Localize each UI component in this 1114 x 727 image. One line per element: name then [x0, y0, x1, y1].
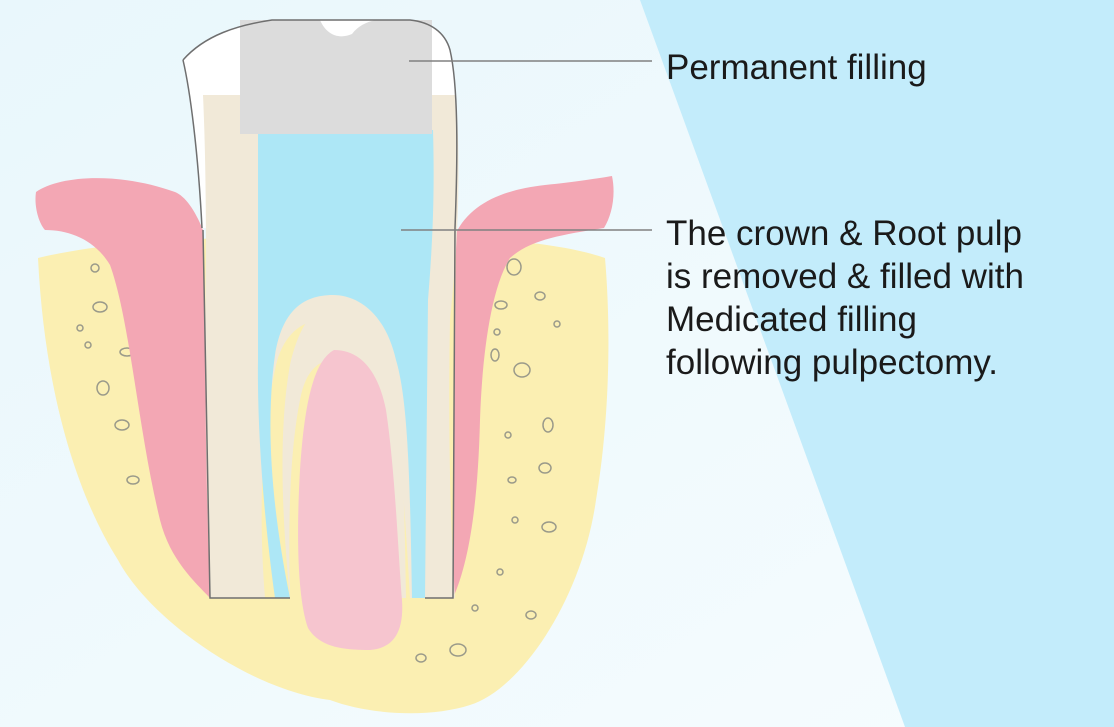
label-pulp-line-4: following pulpectomy. [666, 341, 1024, 384]
label-permanent-filling: Permanent filling [666, 46, 927, 89]
label-pulp-treatment: The crown & Root pulp is removed & fille… [666, 212, 1024, 384]
label-pulp-line-2: is removed & filled with [666, 255, 1024, 298]
label-pulp-line-1: The crown & Root pulp [666, 212, 1024, 255]
permanent-filling [240, 20, 432, 134]
label-pulp-line-3: Medicated filling [666, 298, 1024, 341]
